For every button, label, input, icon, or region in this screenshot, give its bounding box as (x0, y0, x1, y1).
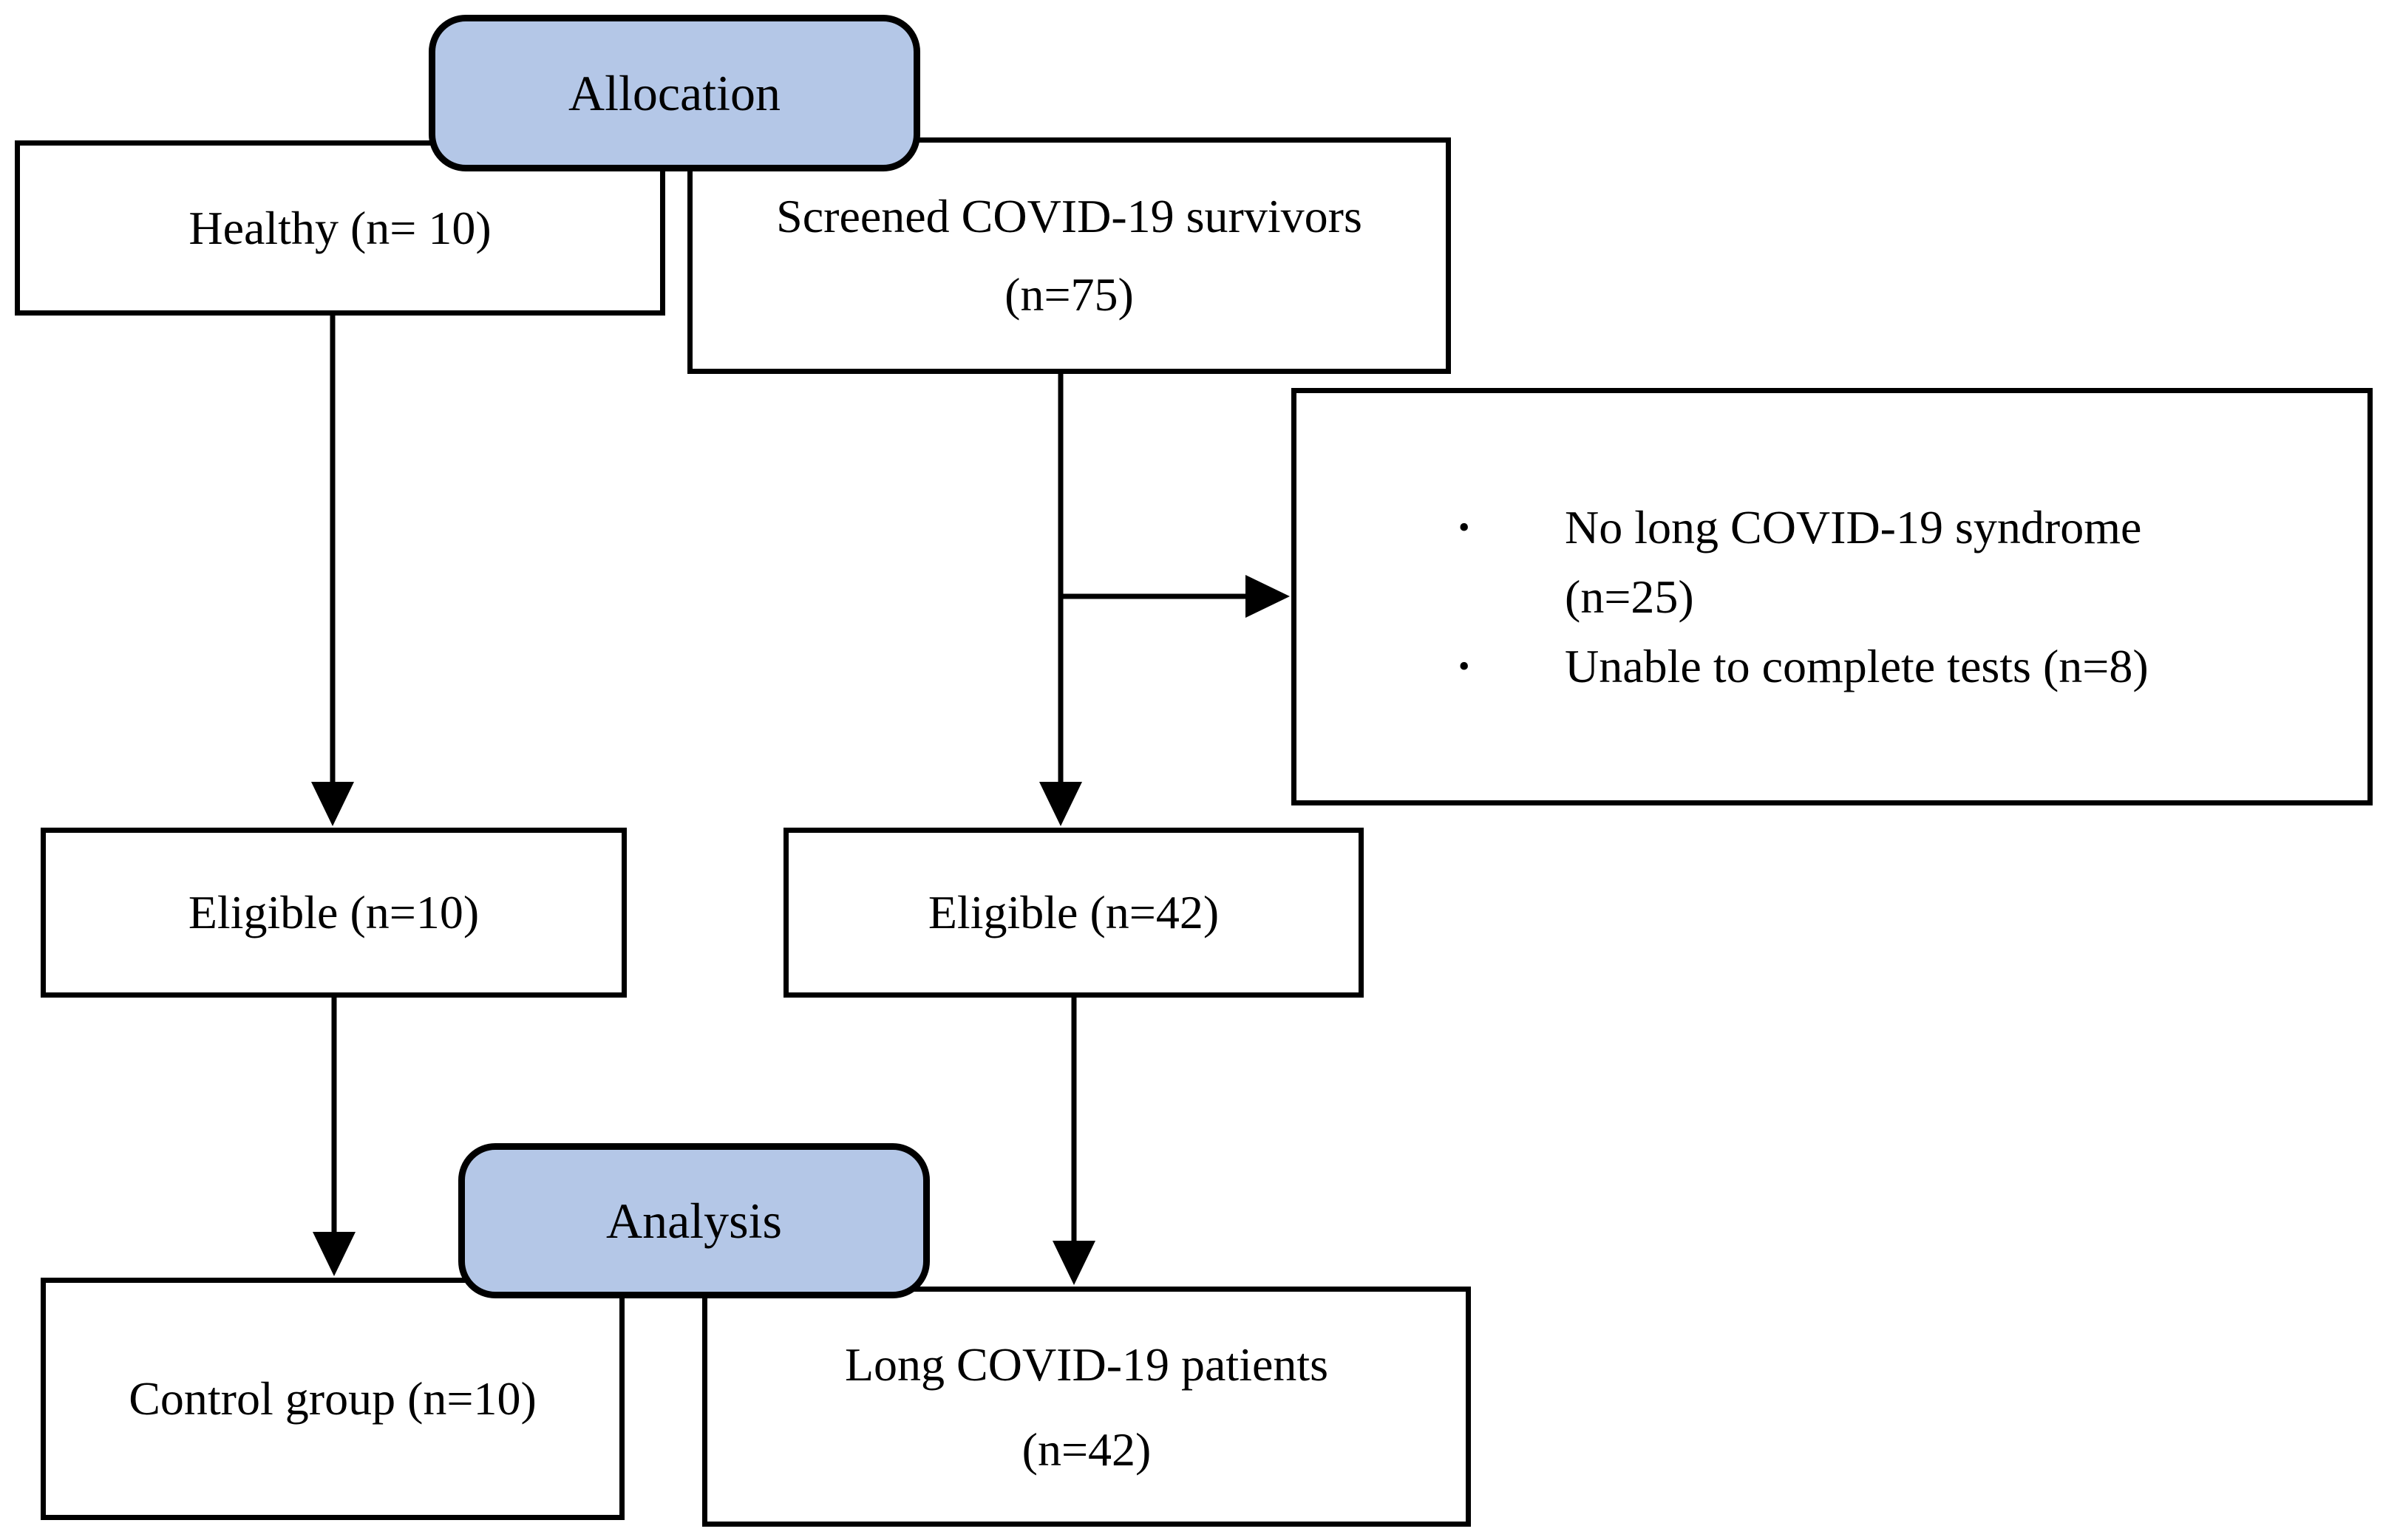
eligible-control-box: Eligible (n=10) (41, 828, 627, 998)
bullet-icon: • (1458, 508, 1470, 545)
list-item: • No long COVID-19 syndrome (n=25) (1458, 493, 2149, 632)
eligible-patients-label: Eligible (n=42) (928, 886, 1220, 938)
allocation-stage-box: Allocation (429, 15, 920, 171)
exclusion-1-line1: No long COVID-19 syndrome (1565, 500, 2142, 553)
exclusion-1-line2: (n=25) (1565, 570, 1694, 623)
exclusions-box: • No long COVID-19 syndrome (n=25) • Una… (1291, 388, 2373, 805)
arrow-eligible-to-control-head (313, 1232, 356, 1276)
long-covid-box: Long COVID-19 patients (n=42) (702, 1287, 1471, 1527)
bullet-icon: • (1458, 647, 1470, 684)
exclusions-list: • No long COVID-19 syndrome (n=25) • Una… (1296, 493, 2149, 701)
control-group-label: Control group (n=10) (129, 1372, 537, 1425)
arrow-screened-to-exclusions-head (1245, 575, 1290, 618)
control-group-box: Control group (n=10) (41, 1278, 625, 1520)
screened-label-line1: Screened COVID-19 survivors (776, 190, 1362, 242)
allocation-label: Allocation (568, 64, 781, 121)
analysis-label: Analysis (606, 1192, 782, 1249)
analysis-stage-box: Analysis (458, 1143, 930, 1298)
long-covid-label-line1: Long COVID-19 patients (844, 1338, 1329, 1391)
eligible-patients-box: Eligible (n=42) (783, 828, 1364, 998)
exclusion-2-line1: Unable to complete tests (n=8) (1565, 639, 2149, 692)
arrow-eligible-to-longcovid-head (1053, 1241, 1095, 1285)
arrow-healthy-to-eligible-head (311, 782, 354, 826)
arrow-screened-to-eligible-head (1039, 782, 1082, 826)
screened-label-line2: (n=75) (1004, 268, 1134, 321)
screened-survivors-box: Screened COVID-19 survivors (n=75) (687, 137, 1451, 374)
healthy-label: Healthy (n= 10) (188, 201, 492, 254)
eligible-control-label: Eligible (n=10) (188, 886, 480, 938)
list-item: • Unable to complete tests (n=8) (1458, 632, 2149, 701)
long-covid-label-line2: (n=42) (1021, 1423, 1152, 1476)
